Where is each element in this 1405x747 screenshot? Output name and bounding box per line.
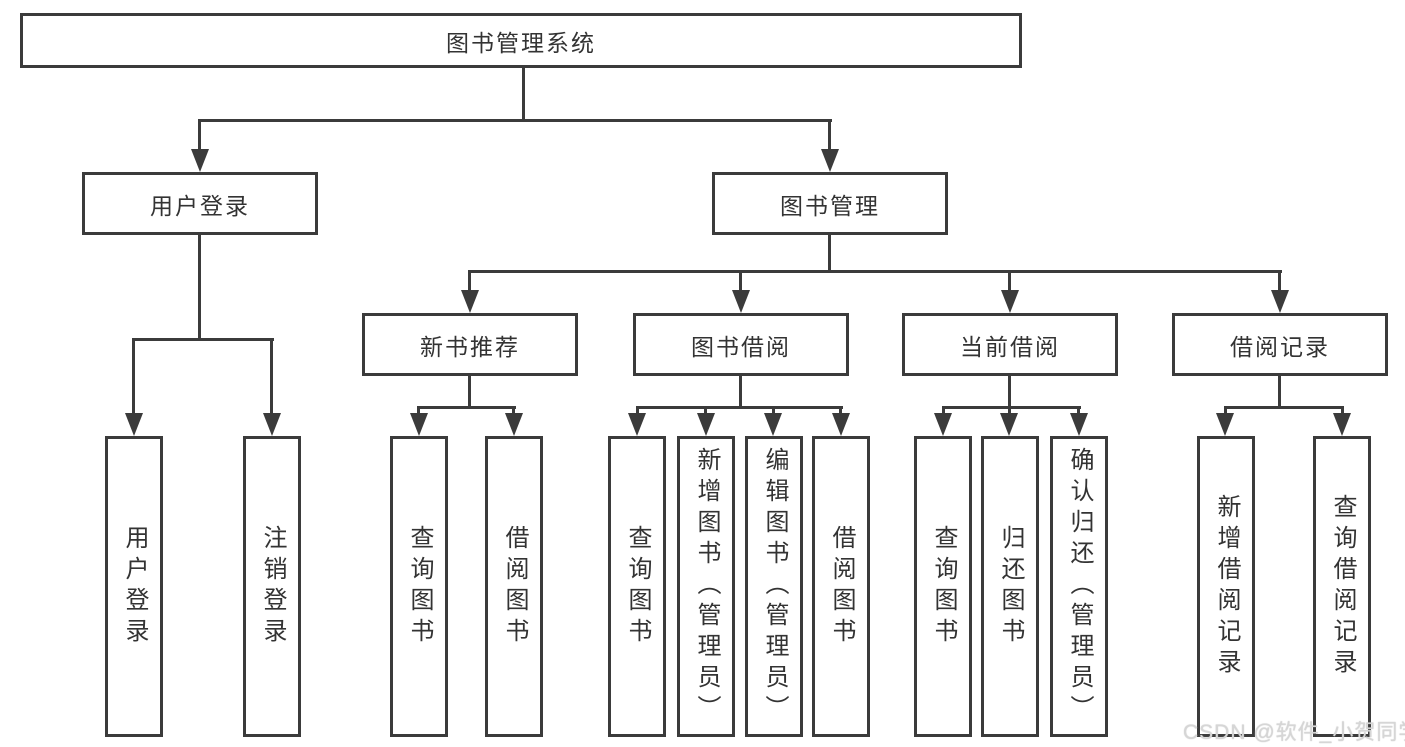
connector-current-borrow-stem	[1008, 376, 1011, 409]
arrow-to-borrow-books-1	[505, 413, 523, 436]
leaf-edit-book-admin: 编辑图书（管理员）	[745, 436, 803, 737]
connector-root-bus	[198, 119, 832, 122]
arrow-to-borrow-records	[1271, 290, 1289, 313]
node-library-management-system: 图书管理系统	[20, 13, 1022, 68]
connector-drop	[1341, 406, 1344, 416]
arrow-to-confirm-return	[1070, 413, 1088, 436]
connector-drop-book-management	[828, 119, 831, 152]
connector-new-book-stem	[468, 376, 471, 409]
connector-drop-borrow-records	[1278, 270, 1281, 292]
arrow-to-query-borrow-record	[1333, 413, 1351, 436]
connector-borrow-records-bus	[1224, 406, 1344, 409]
leaf-add-borrow-record: 新增借阅记录	[1197, 436, 1255, 737]
connector-drop	[1077, 406, 1080, 416]
arrow-to-book-management	[821, 149, 839, 172]
connector-new-book-bus	[417, 406, 516, 409]
arrow-to-user-login	[191, 149, 209, 172]
arrow-to-login-leaf	[125, 413, 143, 436]
connector-root-stem	[522, 67, 525, 120]
connector-drop-new-book	[468, 270, 471, 292]
connector-drop	[512, 406, 515, 416]
connector-drop	[636, 406, 639, 416]
leaf-query-books-current: 查询图书	[914, 436, 972, 737]
leaf-query-borrow-record: 查询借阅记录	[1313, 436, 1371, 737]
connector-drop	[704, 406, 707, 416]
connector-user-login-stem	[198, 235, 201, 341]
connector-drop	[772, 406, 775, 416]
node-borrow-records: 借阅记录	[1172, 313, 1388, 376]
arrow-to-new-book	[461, 290, 479, 313]
connector-book-borrow-stem	[739, 376, 742, 409]
node-current-borrow: 当前借阅	[902, 313, 1118, 376]
leaf-query-books-borrow: 查询图书	[608, 436, 666, 737]
connector-drop	[1008, 406, 1011, 416]
arrow-to-edit-book	[764, 413, 782, 436]
connector-drop	[417, 406, 420, 416]
connector-drop	[1224, 406, 1227, 416]
node-book-borrow: 图书借阅	[633, 313, 849, 376]
leaf-user-login: 用户登录	[105, 436, 163, 737]
node-user-login: 用户登录	[82, 172, 318, 235]
connector-book-management-stem	[828, 235, 831, 273]
arrow-to-add-borrow-record	[1216, 413, 1234, 436]
arrow-to-query-books-1	[410, 413, 428, 436]
connector-book-borrow-bus	[636, 406, 843, 409]
arrow-to-return-book	[1000, 413, 1018, 436]
connector-drop-book-borrow	[739, 270, 742, 292]
arrow-to-query-books-2	[628, 413, 646, 436]
leaf-return-book: 归还图书	[981, 436, 1039, 737]
arrow-to-current-borrow	[1001, 290, 1019, 313]
leaf-add-book-admin: 新增图书（管理员）	[677, 436, 735, 737]
connector-drop-user-login	[198, 119, 201, 152]
connector-drop	[839, 406, 842, 416]
arrow-to-book-borrow	[732, 290, 750, 313]
leaf-borrow-books-recommend: 借阅图书	[485, 436, 543, 737]
node-book-management: 图书管理	[712, 172, 948, 235]
leaf-query-books-recommend: 查询图书	[390, 436, 448, 737]
arrow-to-query-books-3	[934, 413, 952, 436]
arrow-to-borrow-books-2	[832, 413, 850, 436]
arrow-to-logout-leaf	[263, 413, 281, 436]
node-new-book-recommend: 新书推荐	[362, 313, 578, 376]
connector-borrow-records-stem	[1278, 376, 1281, 409]
connector-book-management-bus	[468, 270, 1282, 273]
connector-drop-login-leaf	[132, 338, 135, 415]
connector-user-login-bus	[132, 338, 274, 341]
connector-drop-current-borrow	[1008, 270, 1011, 292]
connector-drop	[942, 406, 945, 416]
connector-current-borrow-bus	[942, 406, 1081, 409]
leaf-logout: 注销登录	[243, 436, 301, 737]
leaf-confirm-return-admin: 确认归还（管理员）	[1050, 436, 1108, 737]
csdn-watermark: CSDN @软件_小贺同学	[1183, 721, 1405, 744]
connector-drop-logout-leaf	[270, 338, 273, 415]
leaf-borrow-books: 借阅图书	[812, 436, 870, 737]
arrow-to-add-book	[697, 413, 715, 436]
